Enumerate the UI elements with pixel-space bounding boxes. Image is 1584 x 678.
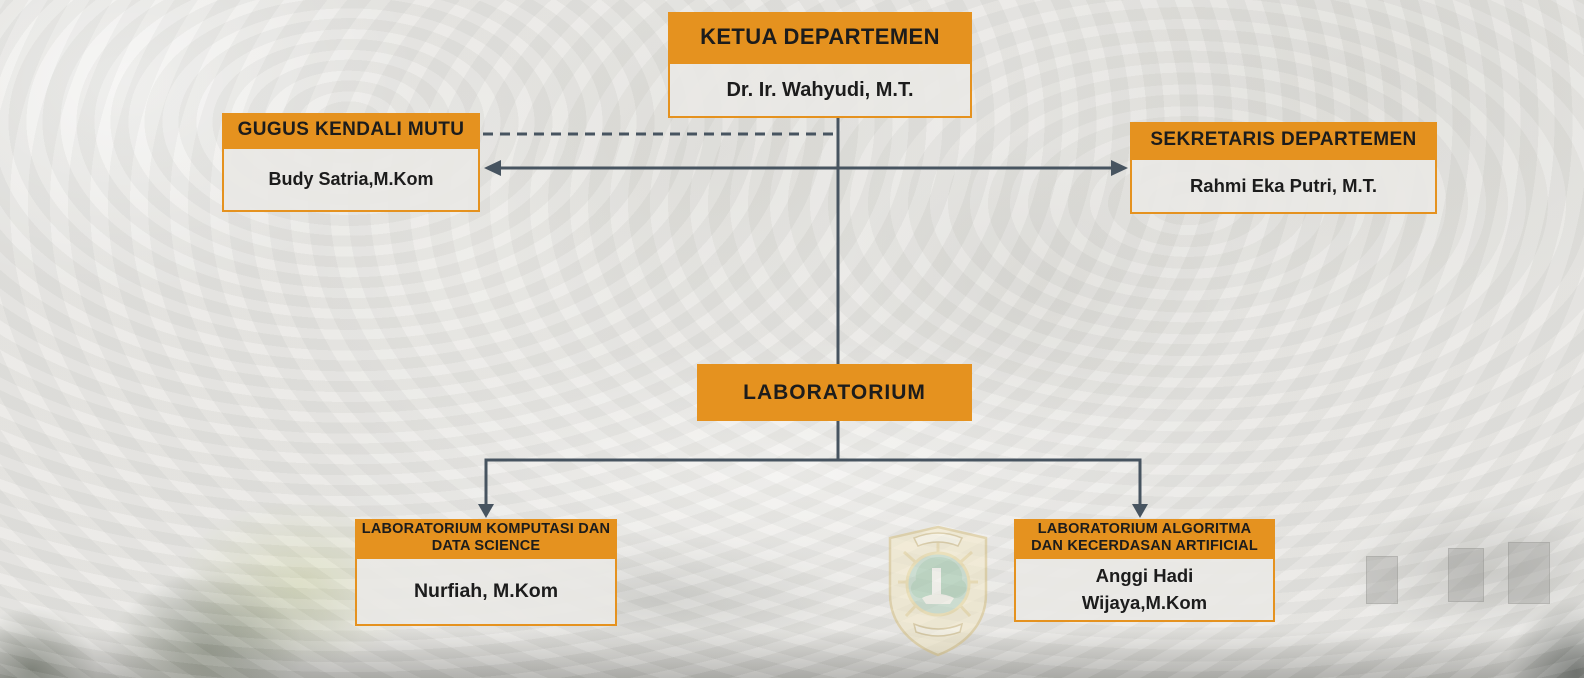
node-title-text: GUGUS KENDALI MUTU <box>237 118 465 140</box>
arrowhead-right-icon <box>1111 160 1128 176</box>
node-title-line1: LABORATORIUM KOMPUTASI DAN <box>361 520 611 537</box>
node-lab-algoritma-kecerdasan-artificial: LABORATORIUM ALGORITMA DAN KECERDASAN AR… <box>1014 519 1275 622</box>
node-person-sekretaris: Rahmi Eka Putri, M.T. <box>1130 158 1437 214</box>
arrowhead-down-right-icon <box>1132 504 1148 518</box>
node-laboratorium: LABORATORIUM <box>697 364 972 421</box>
node-sekretaris-departemen: SEKRETARIS DEPARTEMEN Rahmi Eka Putri, M… <box>1130 122 1437 214</box>
person-name: Nurfiah, M.Kom <box>413 580 559 603</box>
person-name: Budy Satria,M.Kom <box>268 169 434 190</box>
noticeboard-poster <box>1508 542 1550 604</box>
person-name: Anggi Hadi Wijaya,M.Kom <box>1081 564 1208 613</box>
node-title-sekretaris: SEKRETARIS DEPARTEMEN <box>1130 122 1437 158</box>
arrowhead-left-icon <box>484 160 501 176</box>
node-title-text: LABORATORIUM <box>743 380 926 404</box>
node-ketua-departemen: KETUA DEPARTEMEN Dr. Ir. Wahyudi, M.T. <box>668 12 972 118</box>
person-name: Dr. Ir. Wahyudi, M.T. <box>726 78 914 101</box>
node-title-laboratorium: LABORATORIUM <box>697 364 972 421</box>
university-crest-watermark <box>888 525 988 657</box>
node-person-lab-algoritma: Anggi Hadi Wijaya,M.Kom <box>1014 557 1275 622</box>
node-title-text: KETUA DEPARTEMEN <box>700 23 940 49</box>
node-title-gugus: GUGUS KENDALI MUTU <box>222 113 480 147</box>
node-gugus-kendali-mutu: GUGUS KENDALI MUTU Budy Satria,M.Kom <box>222 113 480 212</box>
node-title-line2: DATA SCIENCE <box>431 538 541 554</box>
node-title-lab-algoritma: LABORATORIUM ALGORITMA DAN KECERDASAN AR… <box>1014 519 1275 557</box>
branch-laboratorium-to-labs <box>484 458 1142 508</box>
node-title-line2: DAN KECERDASAN ARTIFICIAL <box>1031 538 1258 554</box>
noticeboard-poster <box>1448 548 1484 602</box>
node-title-lab-komputasi: LABORATORIUM KOMPUTASI DAN DATA SCIENCE <box>355 519 617 557</box>
noticeboard-poster <box>1366 556 1398 604</box>
node-title-ketua: KETUA DEPARTEMEN <box>668 12 972 62</box>
node-person-ketua: Dr. Ir. Wahyudi, M.T. <box>668 62 972 118</box>
node-lab-komputasi-data-science: LABORATORIUM KOMPUTASI DAN DATA SCIENCE … <box>355 519 617 626</box>
node-title-line1: LABORATORIUM ALGORITMA <box>1037 520 1252 537</box>
arrowhead-down-left-icon <box>478 504 494 518</box>
node-person-gugus: Budy Satria,M.Kom <box>222 147 480 212</box>
node-person-lab-komputasi: Nurfiah, M.Kom <box>355 557 617 626</box>
person-name: Rahmi Eka Putri, M.T. <box>1189 174 1378 196</box>
node-title-text: SEKRETARIS DEPARTEMEN <box>1150 128 1417 150</box>
